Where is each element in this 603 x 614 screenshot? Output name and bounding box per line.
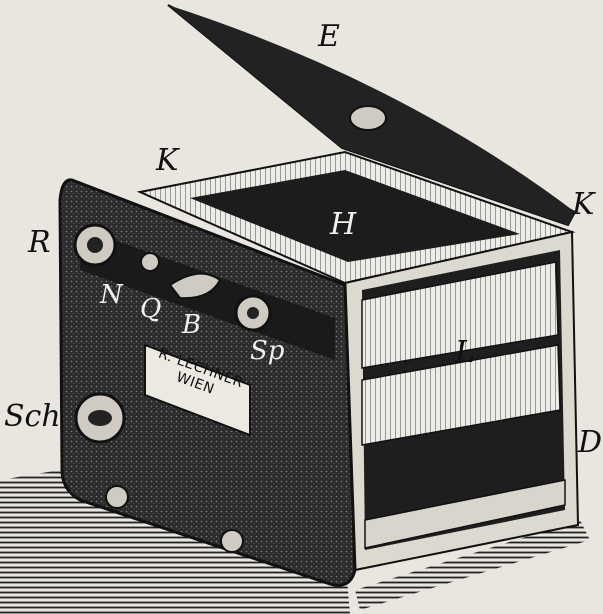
button-N[interactable]: [140, 252, 160, 272]
label-B: B: [182, 310, 202, 340]
ground-shadow-right: [355, 520, 590, 610]
latch-Sch-grip: [88, 410, 112, 426]
screw-right: [220, 529, 244, 553]
label-R: R: [28, 225, 51, 260]
label-K-right: K: [572, 187, 595, 222]
plate-upper: [361, 261, 559, 369]
label-L: L: [455, 335, 475, 370]
label-Sp: Sp: [250, 336, 285, 366]
plate-lower: [361, 344, 561, 446]
bottom-tray: [364, 479, 566, 549]
screw-left: [105, 485, 129, 509]
ground-shadow: [0, 470, 350, 614]
label-N: N: [100, 280, 123, 310]
label-Sch: Sch: [4, 399, 61, 434]
knob-Sp-center: [247, 307, 259, 319]
label-K-top: K: [156, 143, 179, 178]
label-E: E: [318, 19, 340, 54]
top-opening: [190, 170, 520, 262]
label-Q: Q: [140, 294, 162, 324]
name-plaque: [144, 343, 251, 437]
knob-R-center: [87, 237, 103, 253]
label-H: H: [330, 207, 357, 242]
label-D: D: [578, 425, 603, 460]
lid-knob: [349, 105, 387, 131]
lever-Q[interactable]: [168, 272, 222, 300]
